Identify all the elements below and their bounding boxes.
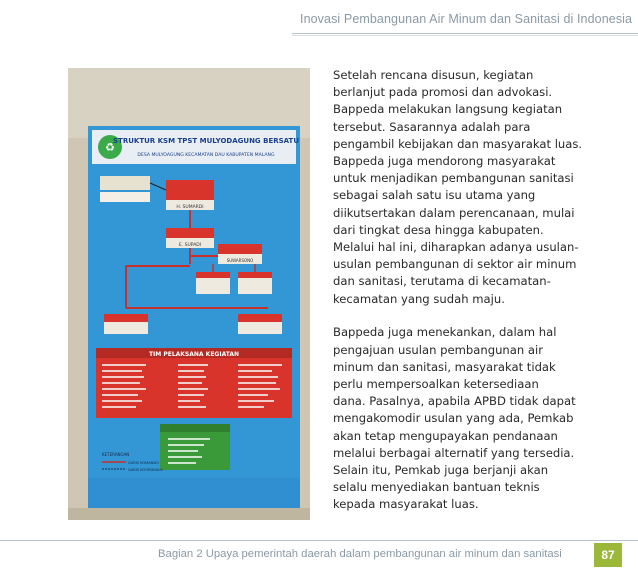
text-line: minum dan sanitasi, masyarakat tidak	[333, 359, 556, 374]
text-line: tersebut. Sasarannya adalah para	[333, 119, 531, 134]
recycle-logo	[98, 135, 122, 159]
text-line: untuk menjadikan pembangunan sanitasi	[333, 171, 574, 186]
poster-illustration: ♻ STRUKTUR KSM TPST MULYODAGUNG BERSATU …	[68, 68, 310, 520]
text-line: selalu menyediakan bantuan teknis	[333, 480, 540, 495]
box-label-3: SUWARSONO	[227, 258, 254, 263]
text-line: Melalui hal ini, diharapkan adanya usula…	[333, 240, 579, 255]
poster-photo: ♻ STRUKTUR KSM TPST MULYODAGUNG BERSATU …	[68, 68, 310, 520]
footer-chapter-title: Bagian 2 Upaya pemerintah daerah dalam p…	[158, 548, 562, 560]
box-label-1: H. SUMARDI	[176, 204, 203, 210]
header-rule	[292, 33, 638, 34]
text-line: akan tetap mengupayakan pendanaan	[333, 428, 558, 443]
text-line: usulan pembangunan di sektor air minum	[333, 257, 577, 272]
text-line: pengajuan usulan pembangunan air	[333, 342, 543, 357]
header-rule-secondary	[292, 35, 638, 36]
body-text: Setelah rencana disusun, kegiatan berlan…	[333, 67, 601, 514]
legend-title: KETERANGAN	[102, 452, 129, 457]
text-line: melalui berbagai alternatif yang tersedi…	[333, 445, 575, 460]
footer-rule	[0, 540, 638, 541]
text-line: dan sanitasi, terutama di kecamatan-	[333, 274, 551, 289]
paragraph-funding: Bappeda juga menekankan, dalam hal penga…	[333, 324, 601, 513]
text-line: Bappeda juga mendorong masyarakat	[333, 154, 556, 169]
text-line: dari tingkat desa hingga kabupaten.	[333, 222, 544, 237]
text-line: Bappeda melakukan langsung kegiatan	[333, 102, 563, 117]
text-line: kepada masyarakat luas.	[333, 497, 479, 512]
paragraph-promotion: Setelah rencana disusun, kegiatan berlan…	[333, 67, 601, 308]
text-line: kecamatan yang sudah maju.	[333, 291, 505, 306]
poster-title: STRUKTUR KSM TPST MULYODAGUNG BERSATU	[113, 137, 299, 145]
legend-item-1: GARIS KOMANDO	[128, 461, 159, 465]
text-line: mengakomodir usulan yang ada, Pemkab	[333, 411, 574, 426]
text-line: Bappeda juga menekankan, dalam hal	[333, 325, 557, 340]
poster-subtitle: DESA MULYOAGUNG KECAMATAN DAU KABUPATEN …	[137, 152, 275, 158]
svg-text:♻: ♻	[105, 141, 115, 154]
legend-item-2: GARIS KOORDINASI	[128, 468, 163, 472]
page-number-badge: 87	[594, 543, 622, 567]
text-line: Setelah rencana disusun, kegiatan	[333, 68, 534, 82]
text-line: perlu mempersoalkan ketersediaan	[333, 376, 539, 391]
text-line: berlanjut pada promosi dan advokasi.	[333, 85, 553, 100]
running-header: Inovasi Pembangunan Air Minum dan Sanita…	[300, 12, 633, 26]
text-line: sebagai salah satu isu utama yang	[333, 188, 536, 203]
text-line: dana. Pasalnya, apabila APBD tidak dapat	[333, 394, 576, 409]
text-line: Selain itu, Pemkab juga berjanji akan	[333, 462, 549, 477]
text-line: pengambil kebijakan dan masyarakat luas.	[333, 136, 583, 151]
box-label-2: E. SUPADI	[179, 242, 201, 248]
text-line: diikutsertakan dalam perencanaan, mulai	[333, 205, 575, 220]
paragraph-gap	[333, 308, 601, 325]
team-section-title: TIM PELAKSANA KEGIATAN	[149, 351, 239, 358]
